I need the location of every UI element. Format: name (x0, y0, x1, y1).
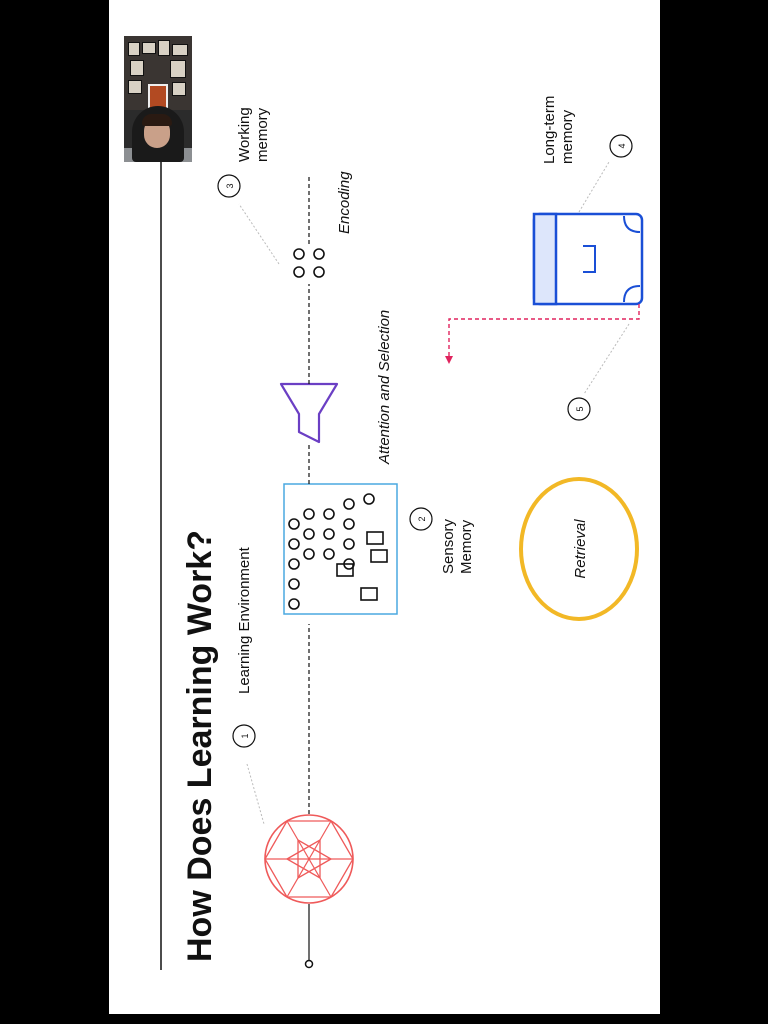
geodesic-sphere-icon (264, 814, 354, 904)
bottom-bar (0, 1014, 768, 1024)
step-2-badge: 2 (409, 507, 433, 531)
page-title: How Does Learning Work? (181, 530, 219, 962)
sensory-label: Sensory (440, 518, 457, 574)
presenter-webcam-icon (124, 36, 192, 162)
pointer-line (578, 161, 610, 213)
retrieval-arrow (448, 304, 640, 360)
svg-text:4: 4 (617, 143, 627, 148)
sensory-dots (288, 493, 388, 610)
learning-environment-label: Learning Environment (236, 546, 253, 694)
working-memory-label: memory (254, 107, 271, 162)
step-5-badge: 5 (567, 397, 591, 421)
funnel-icon (279, 382, 339, 444)
svg-text:5: 5 (575, 406, 585, 411)
step-1-badge: 1 (232, 724, 256, 748)
retrieval-arrowhead (445, 356, 453, 364)
long-term-memory-label: memory (559, 109, 576, 164)
diagram-canvas: How Does Learning Work? 1 Learning (160, 96, 644, 970)
step-4-badge: 4 (609, 134, 633, 158)
svg-text:2: 2 (417, 516, 427, 521)
svg-text:1: 1 (240, 733, 250, 738)
sensory-memory-box (283, 483, 398, 615)
retrieval-label: Retrieval (572, 519, 589, 579)
encoding-label: Encoding (336, 171, 353, 234)
step-3-badge: 3 (217, 174, 241, 198)
working-label: Working (236, 107, 253, 162)
rotated-content: How Does Learning Work? 1 Learning (181, 96, 644, 969)
working-memory-dots (293, 248, 325, 278)
attention-selection-label: Attention and Selection (376, 310, 393, 465)
retrieval-circle (519, 477, 639, 621)
pointer-line (583, 323, 630, 395)
slide-frame: How Does Learning Work? 1 Learning (109, 0, 660, 1024)
pointer-line (238, 203, 280, 265)
storage-box-icon (532, 212, 644, 306)
long-term-label: Long-term (541, 96, 558, 164)
pointer-line (246, 763, 265, 825)
start-node (304, 959, 314, 969)
svg-text:3: 3 (225, 183, 235, 188)
memory-label: Memory (458, 519, 475, 574)
